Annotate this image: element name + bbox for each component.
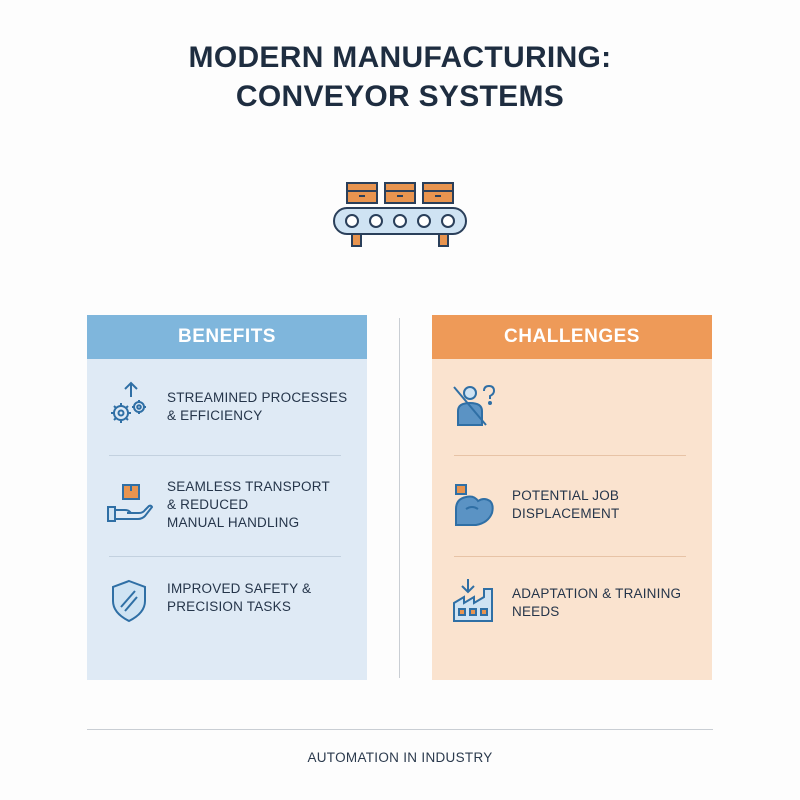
footer-caption: AUTOMATION IN INDUSTRY — [307, 750, 493, 765]
challenge-text-training: ADAPTATION & TRAINING NEEDS — [512, 586, 682, 619]
conveyor-belt-icon — [333, 182, 467, 247]
challenges-panel: CHALLENGES POTENTIAL JOB DISPLACEMENT — [432, 315, 712, 680]
hand-box-icon — [107, 484, 153, 522]
title-line-2: CONVEYOR SYSTEMS — [235, 80, 565, 113]
benefits-divider-1 — [109, 455, 341, 456]
shield-icon — [112, 579, 146, 623]
flexed-arm-icon — [455, 484, 494, 526]
title-line-1: MODERN MANUFACTURING: — [188, 41, 612, 74]
benefit-text-safety: IMPROVED SAFETY & PRECISION TASKS — [167, 581, 312, 614]
benefit-text-transport: SEAMLESS TRANSPORT & REDUCED MANUAL HAND… — [167, 479, 330, 530]
challenge-text-job-displacement: POTENTIAL JOB DISPLACEMENT — [512, 488, 620, 521]
person-crossed-question-icon — [453, 384, 496, 426]
benefits-heading: BENEFITS — [87, 315, 367, 359]
benefit-text-efficiency: STREAMINED PROCESSES & EFFICIENCY — [167, 390, 348, 423]
challenges-divider-1 — [454, 455, 686, 456]
challenges-heading: CHALLENGES — [432, 315, 712, 359]
benefits-divider-2 — [109, 556, 341, 557]
factory-arrow-icon — [453, 579, 493, 622]
gears-arrow-icon — [111, 381, 146, 423]
benefits-panel: BENEFITS STREAMINED PROCESSES & EFFICIEN… — [87, 315, 367, 680]
page-title: MODERN MANUFACTURING: CONVEYOR SYSTEMS — [0, 38, 800, 116]
footer-divider — [87, 729, 713, 730]
center-divider — [399, 318, 400, 678]
challenges-divider-2 — [454, 556, 686, 557]
